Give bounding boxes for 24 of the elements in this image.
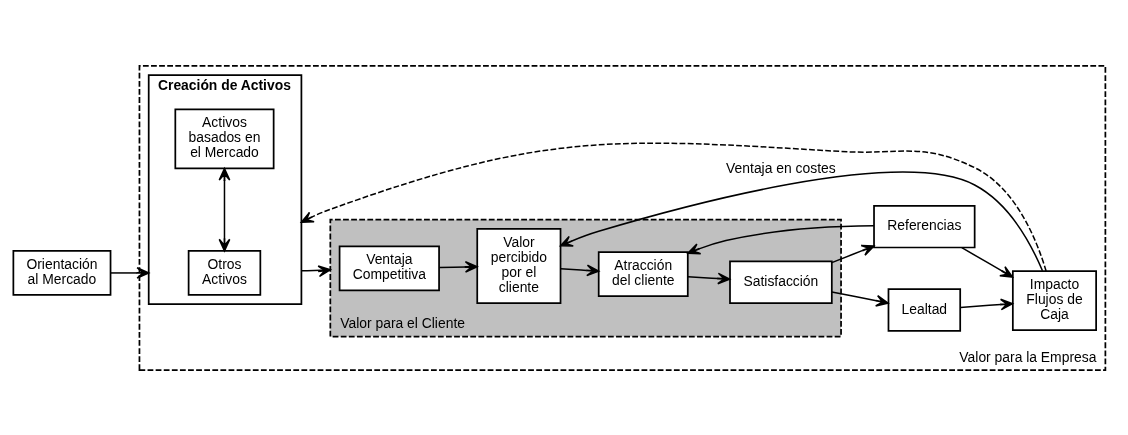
node-box: Satisfacción: [729, 260, 833, 304]
arrow: [110, 266, 150, 279]
arrow: [300, 141, 1047, 272]
arrow: [831, 244, 875, 263]
node-box: Valor percibido por el cliente: [476, 227, 562, 304]
arrow: [687, 272, 731, 284]
arrow: [831, 290, 889, 307]
node-box: Impacto Flujos de Caja: [1011, 269, 1097, 331]
node-box: Orientación al Mercado: [12, 249, 112, 296]
arrow: [438, 260, 478, 273]
arrow: [687, 224, 875, 255]
node-box: Atracción del cliente: [597, 250, 689, 297]
edge-label: Ventaja en costes: [726, 159, 836, 176]
arrow: [218, 167, 231, 252]
arrow: [300, 264, 332, 277]
arrow: [961, 246, 1014, 278]
node-box: Ventaja Competitiva: [338, 244, 440, 291]
arrow: [959, 298, 1014, 310]
node-box: Referencias: [873, 204, 976, 248]
node-box: Otros Activos: [187, 249, 262, 296]
arrow: [559, 171, 1044, 271]
node-box: Lealtad: [887, 287, 962, 332]
node-box: Activos basados en el Mercado: [174, 107, 275, 169]
arrow: [559, 264, 600, 276]
